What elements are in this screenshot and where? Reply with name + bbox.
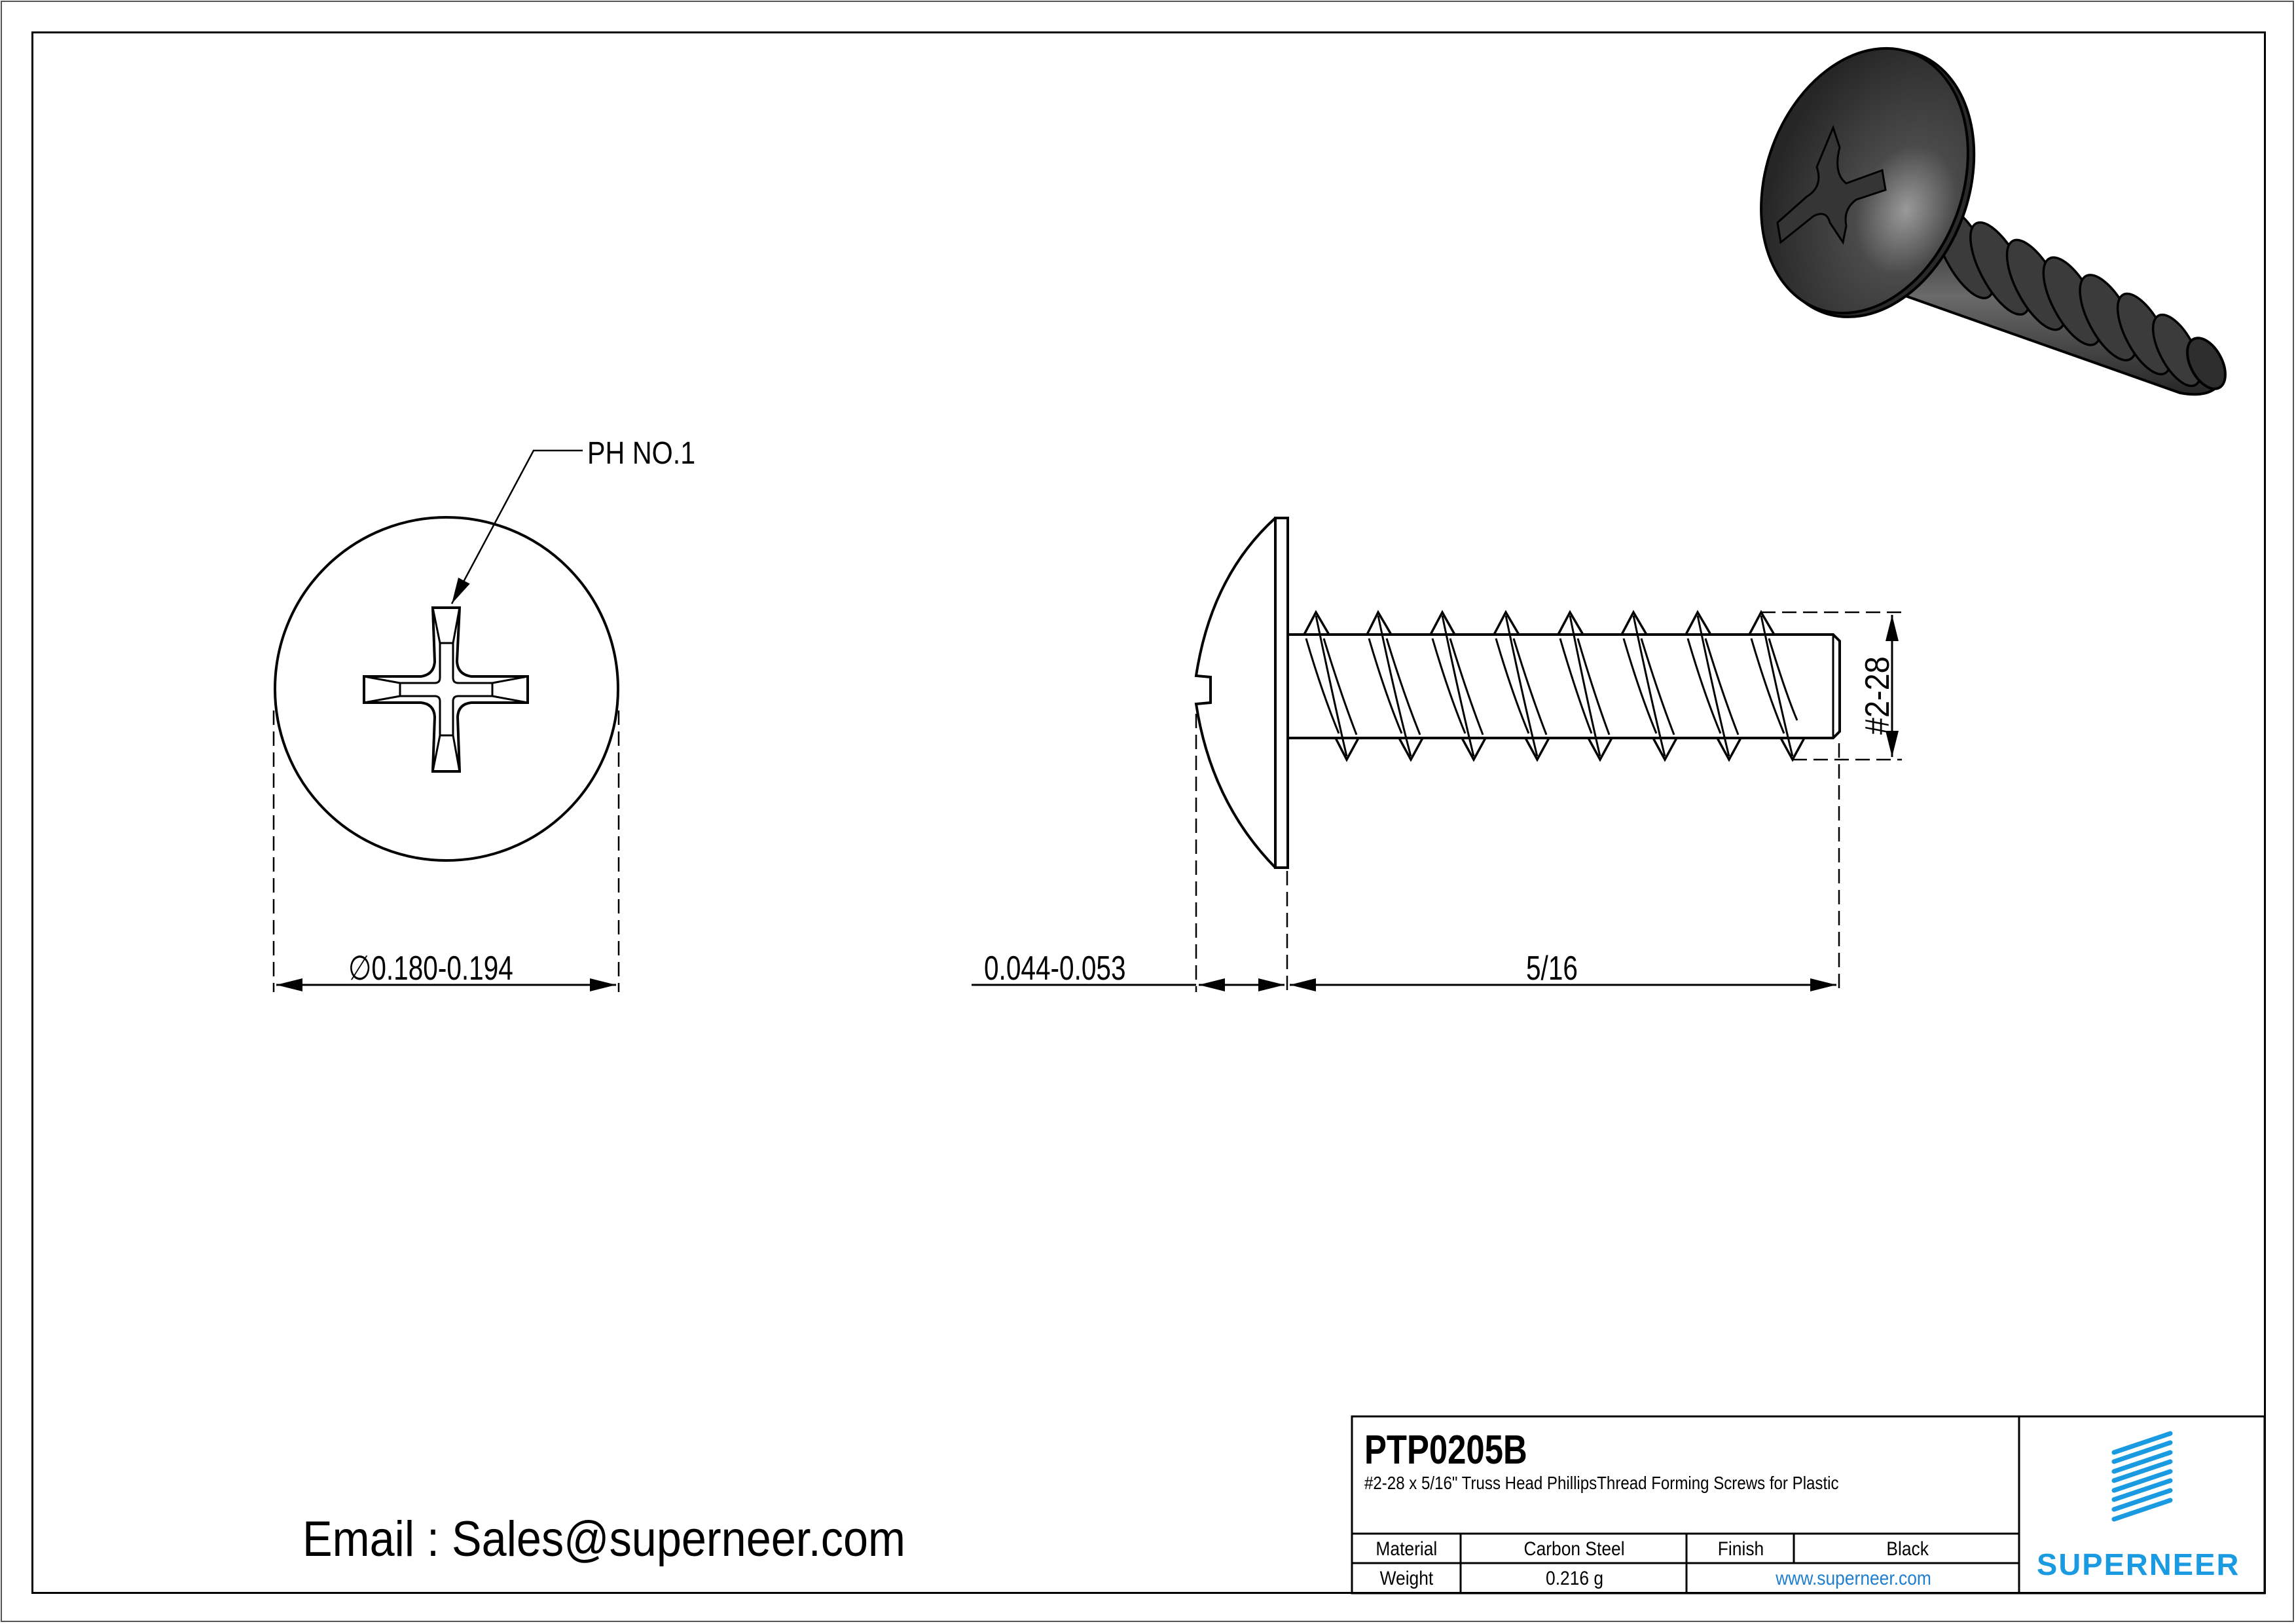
material-label-cell: Material [1353, 1535, 1461, 1563]
top-view [272, 449, 620, 992]
length-dimension: 5/16 [1526, 950, 1578, 987]
weight-label: Weight [1379, 1567, 1434, 1589]
superneer-logo-icon [2111, 1431, 2173, 1522]
material-label: Material [1376, 1538, 1438, 1560]
phillips-recess-inner [399, 642, 494, 737]
contact-email[interactable]: Email : Sales@superneer.com [302, 1511, 906, 1567]
head-outline [274, 516, 619, 862]
weight-value-cell: 0.216 g [1463, 1564, 1686, 1593]
thread-helix-lines [1305, 615, 1798, 757]
isometric-render [1760, 46, 2227, 396]
extension-lines [272, 710, 620, 992]
part-number: PTP0205B [1364, 1428, 1527, 1473]
brand-wordmark: SUPERNEER [2037, 1547, 2240, 1581]
render-head [1760, 46, 1976, 318]
finish-label-cell: Finish [1688, 1535, 1794, 1563]
head-dome [1194, 517, 1277, 869]
thread-size-dimension: #2-28 [1859, 656, 1897, 735]
finish-value: Black [1886, 1538, 1929, 1560]
weight-label-cell: Weight [1353, 1564, 1461, 1593]
title-block-grid [1351, 1415, 2266, 1595]
diameter-symbol-icon: ∅ [348, 949, 372, 988]
website-link[interactable]: www.superneer.com [1776, 1567, 1932, 1589]
head-diameter-dimension: ∅0.180-0.194 [348, 951, 513, 986]
side-extension-lines [1195, 714, 1840, 992]
head-height-dimension: 0.044-0.053 [984, 950, 1126, 987]
render-phillips-recess [1776, 124, 1887, 245]
shank-outline [1288, 633, 1841, 739]
drawing-frame [31, 31, 2266, 1594]
website-cell: www.superneer.com [1688, 1564, 2019, 1593]
finish-value-cell: Black [1796, 1535, 2019, 1563]
material-value-cell: Carbon Steel [1463, 1535, 1686, 1563]
thread-extension-lines [1761, 611, 1902, 761]
head-flange [1274, 517, 1289, 869]
weight-value: 0.216 g [1545, 1567, 1604, 1589]
part-description: #2-28 x 5/16" Truss Head PhillipsThread … [1364, 1473, 1839, 1493]
phillips-recess-outline [363, 606, 529, 773]
head-diameter-value: 0.180-0.194 [371, 950, 513, 987]
material-value: Carbon Steel [1523, 1538, 1626, 1560]
finish-label: Finish [1718, 1538, 1764, 1560]
leader-line [450, 449, 583, 604]
side-view [972, 517, 1902, 992]
drive-type-callout: PH NO.1 [587, 436, 696, 471]
thread-flanks [1303, 610, 1806, 762]
